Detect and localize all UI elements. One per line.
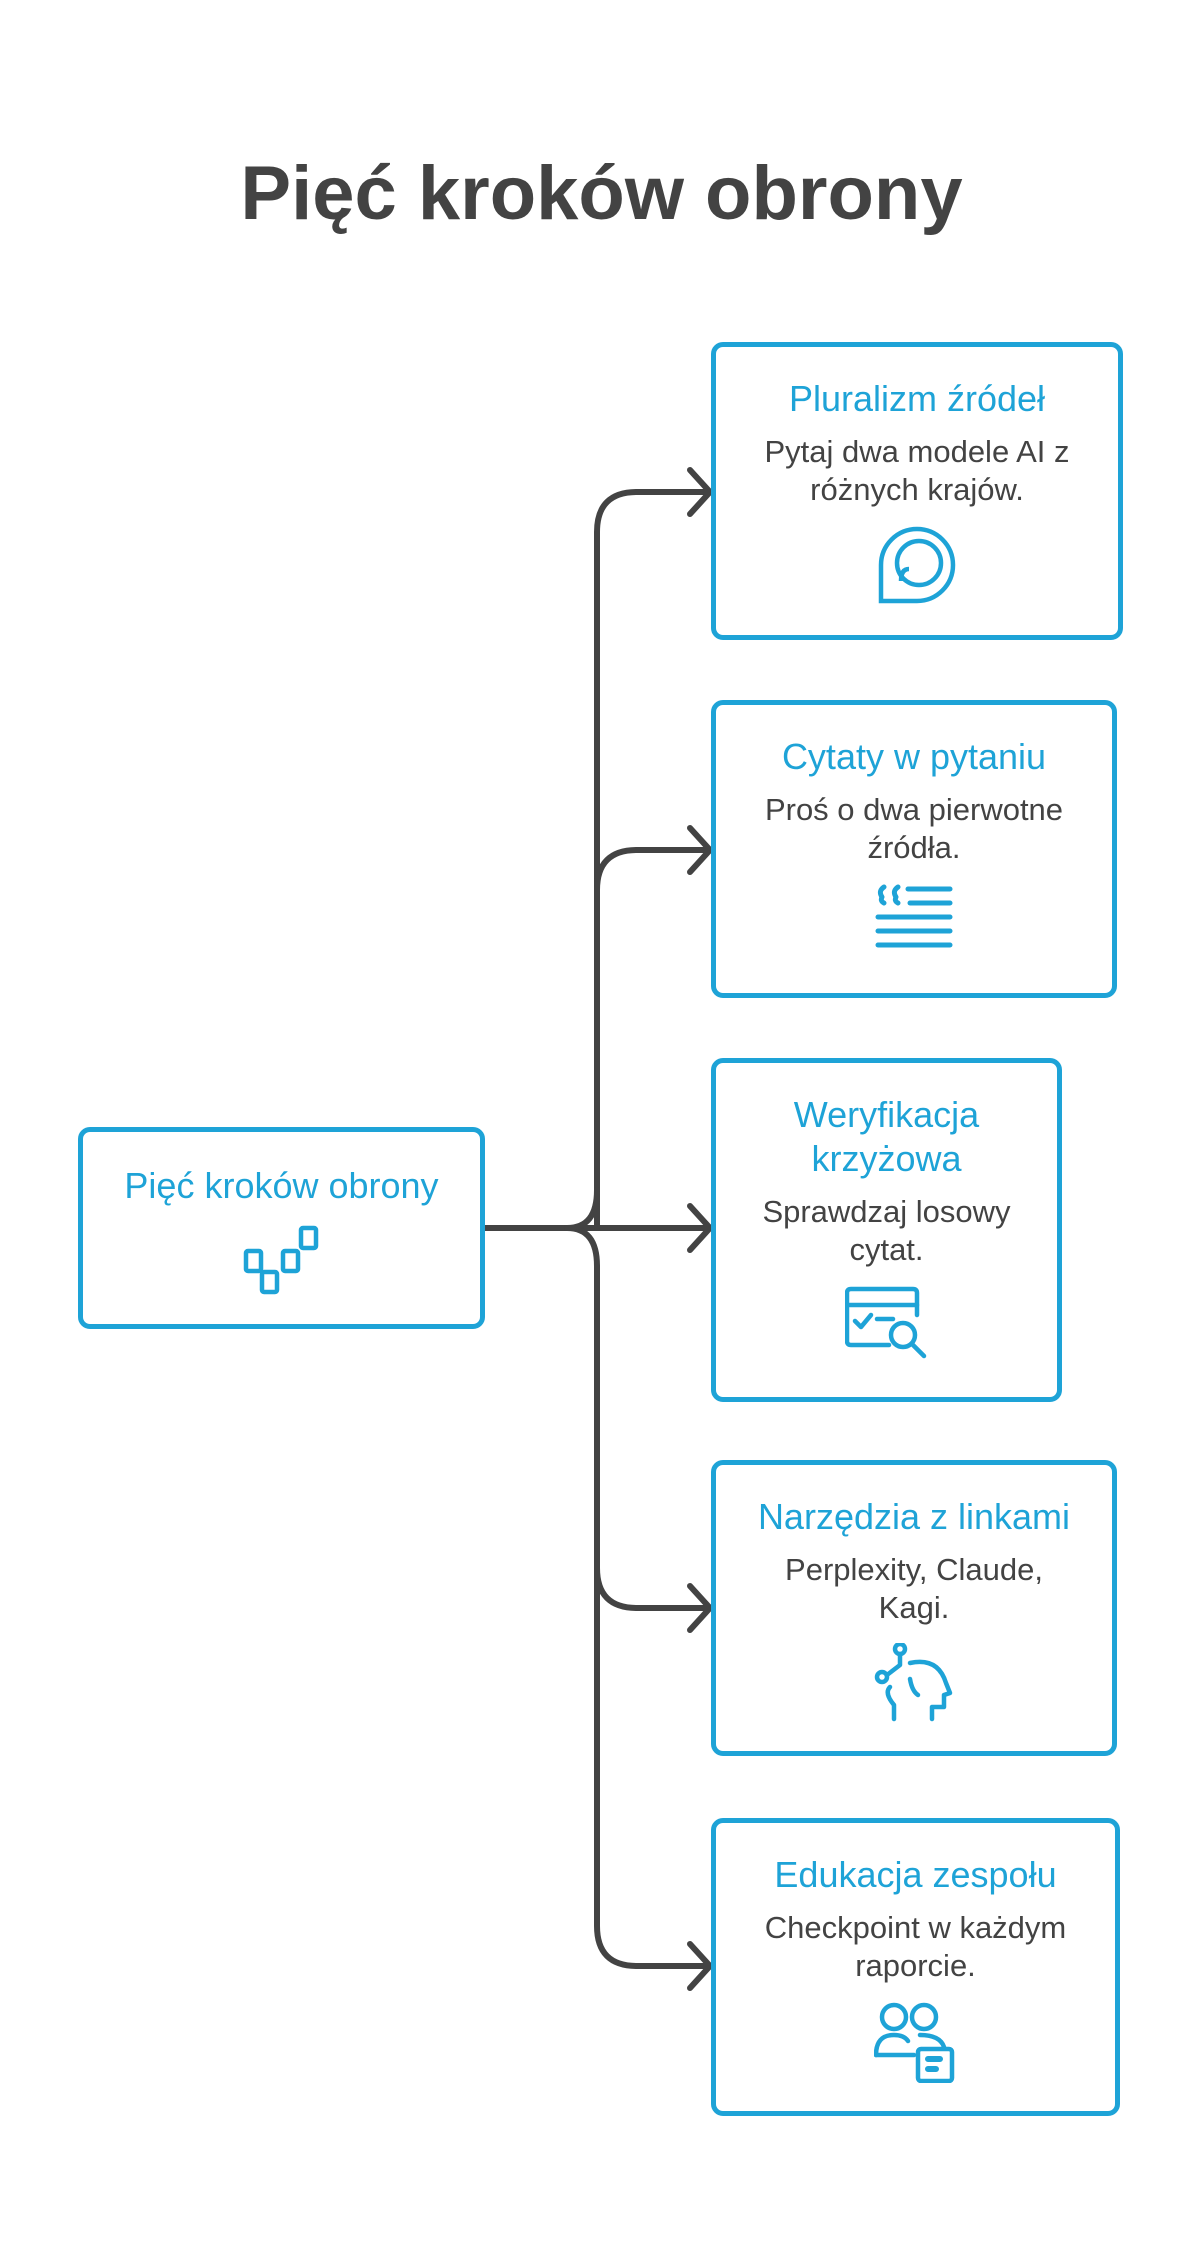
arrowhead-5 [687,1941,713,1991]
root-box: Pięć kroków obrony [78,1127,485,1329]
step-desc-2: Proś o dwa pierwotne źródła. [764,792,1064,865]
step-box-5: Edukacja zespołu Checkpoint w każdym rap… [711,1818,1120,2116]
step-title-4: Narzędzia z linkami [757,1496,1071,1537]
step-desc-3: Sprawdzaj losowy cytat. [762,1194,1011,1267]
connector-branch-1 [594,489,711,1231]
arrowhead-1 [687,467,713,517]
step-box-2: Cytaty w pytaniu Proś o dwa pierwotne źr… [711,700,1117,998]
step-box-1: Pluralizm źródeł Pytaj dwa modele AI z r… [711,342,1123,640]
step-desc-4: Perplexity, Claude, Kagi. [785,1552,1043,1625]
step-title-1: Pluralizm źródeł [788,378,1046,419]
chat-bubble-icon [877,525,957,610]
connector-branch-4 [594,1263,711,1611]
team-document-icon [873,2001,958,2088]
step-title-3: Weryfikacja krzyżowa [793,1094,980,1179]
step-desc-5: Checkpoint w każdym raporcie. [764,1910,1067,1983]
step-title-2: Cytaty w pytaniu [781,736,1047,777]
step-box-3: Weryfikacja krzyżowa Sprawdzaj losowy cy… [711,1058,1062,1402]
connector-branch-2 [594,847,711,1193]
step-desc-1: Pytaj dwa modele AI z różnych krajów. [764,434,1070,507]
head-network-icon [874,1641,954,1728]
step-title-5: Edukacja zespołu [774,1854,1057,1895]
arrowhead-3 [687,1203,713,1253]
arrowhead-2 [687,825,713,875]
checklist-magnifier-icon [844,1285,929,1364]
root-label: Pięć kroków obrony [124,1165,439,1206]
page-title: Pięć kroków obrony [240,151,963,236]
arrowhead-4 [687,1583,713,1633]
steps-icon [243,1224,321,1301]
step-box-4: Narzędzia z linkami Perplexity, Claude, … [711,1460,1117,1756]
quote-lines-icon [874,883,954,960]
connector-branch-5 [564,1225,711,1969]
